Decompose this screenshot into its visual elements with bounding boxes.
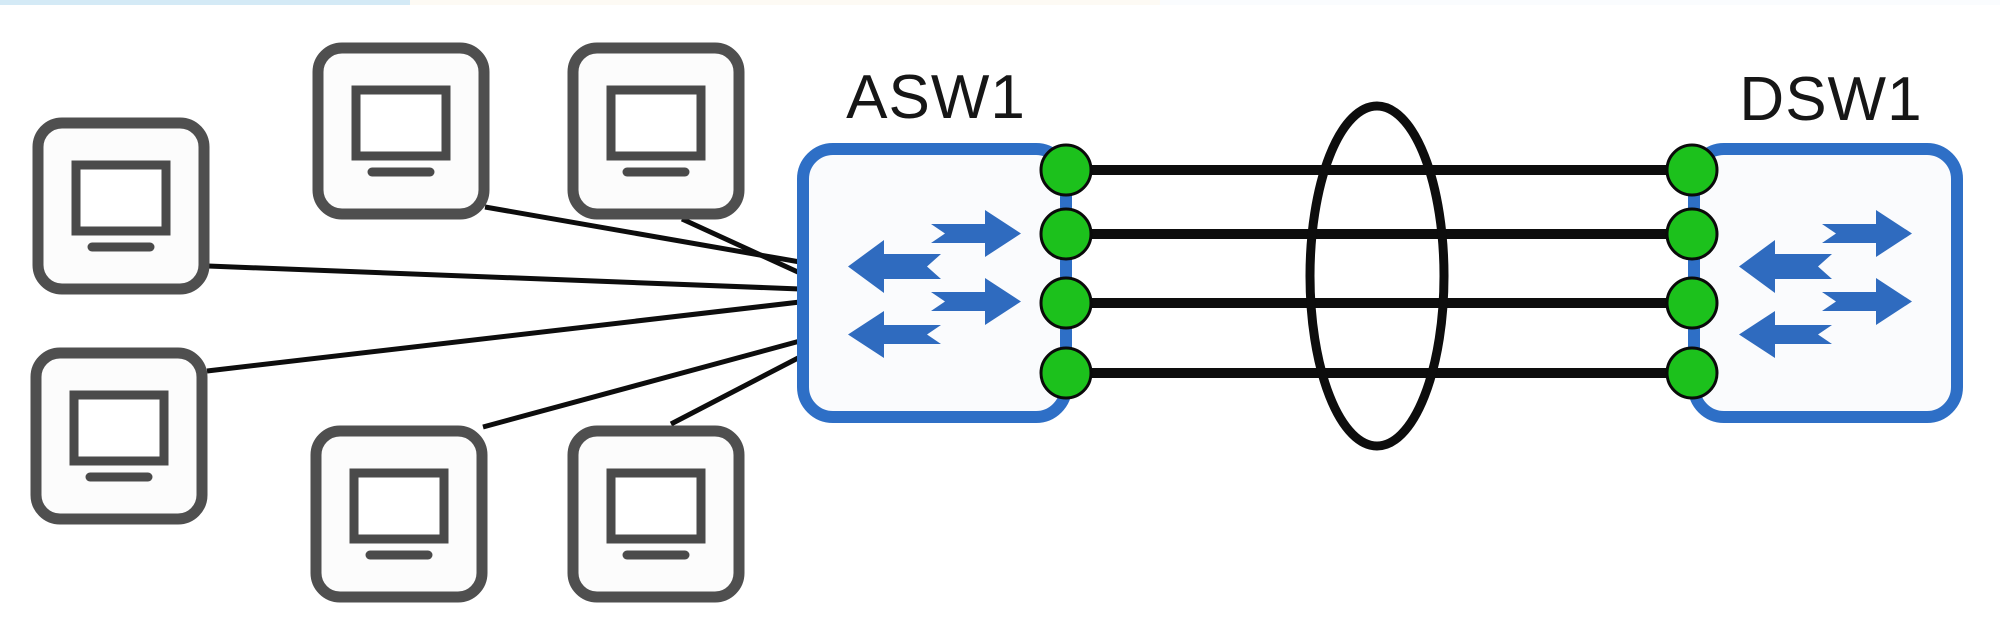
top-edge-strip [0, 0, 2000, 5]
uplink-cables [1066, 165, 1692, 378]
pc-uplink-line-2 [484, 204, 801, 265]
dsw1-port-3 [1665, 276, 1719, 330]
dsw1-port-4 [1665, 346, 1719, 400]
pc-access-cables [206, 204, 802, 430]
asw1-port-2 [1039, 207, 1093, 261]
dsw1-port-1 [1665, 143, 1719, 197]
port-dots [1039, 143, 1719, 400]
aggregation-ellipse [1305, 101, 1449, 451]
pc-uplink-line-4 [206, 299, 801, 374]
asw1-label: ASW1 [846, 63, 1026, 132]
top-edge-strip-right [1160, 0, 2000, 5]
pc-node-1 [38, 123, 204, 289]
asw1-port-1 [1039, 143, 1093, 197]
pc-node-5 [316, 431, 482, 597]
distribution-switch-node [1694, 149, 1957, 417]
top-edge-strip-mid [410, 0, 1160, 5]
dsw1-label: DSW1 [1739, 65, 1922, 134]
top-edge-strip-left [0, 0, 410, 5]
pc-uplink-line-3 [680, 216, 802, 276]
pc-node-4 [36, 353, 202, 519]
asw1-port-3 [1039, 276, 1093, 330]
pc-uplink-line-1 [207, 263, 801, 292]
pc-uplink-line-5 [482, 338, 801, 430]
asw1-port-4 [1039, 346, 1093, 400]
pc-uplink-line-6 [669, 354, 802, 427]
pc-node-2 [318, 48, 484, 214]
access-switch-node [803, 149, 1066, 417]
pc-node-6 [573, 431, 739, 597]
pc-node-3 [573, 48, 739, 214]
dsw1-port-2 [1665, 207, 1719, 261]
